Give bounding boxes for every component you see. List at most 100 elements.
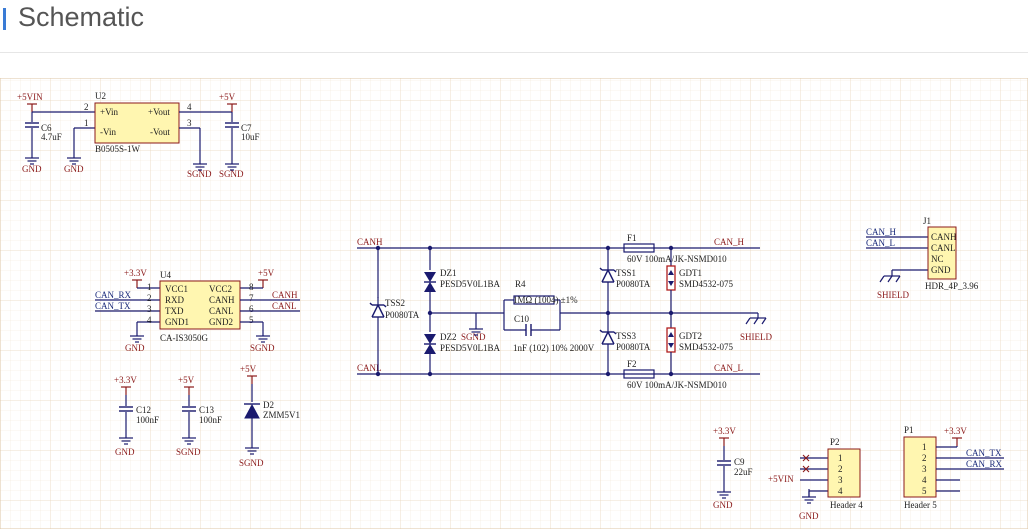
- power-block: +5VIN GND C6 4.7uF GND U2 2 1 4 3 +Vin -…: [17, 91, 260, 179]
- u4-vcc2: VCC2: [209, 284, 232, 294]
- p2-block: +5VIN GND P2 1 2 3 4 Header 4: [768, 437, 863, 521]
- c9-ref: C9: [734, 457, 745, 467]
- net-can-tx-label: CAN_TX: [95, 301, 131, 311]
- u4-txd: TXD: [165, 306, 184, 316]
- u2-dcdc-module[interactable]: [94, 102, 180, 144]
- p1-part: Header 5: [904, 500, 937, 510]
- svg-text:8: 8: [249, 282, 254, 292]
- svg-text:1: 1: [147, 282, 152, 292]
- dz2-ref: DZ2: [440, 332, 457, 342]
- p2-header[interactable]: [827, 448, 861, 498]
- gdt2-ref: GDT2: [679, 331, 702, 341]
- svg-text:3: 3: [838, 475, 843, 485]
- net-33v-label-4: +3.3V: [944, 426, 967, 436]
- tss3-value: P0080TA: [616, 342, 651, 352]
- u4-ref: U4: [160, 270, 171, 280]
- gdt1-symbol[interactable]: [666, 265, 676, 291]
- f2-ref: F2: [627, 359, 637, 369]
- u4-can-transceiver[interactable]: [159, 280, 241, 330]
- net-33v-label-2: +3.3V: [114, 375, 137, 385]
- svg-text:CANL: CANL: [931, 243, 956, 253]
- net-5v-label-3: +5V: [178, 375, 195, 385]
- r4-ref: R4: [515, 279, 526, 289]
- u4-gnd2: GND2: [209, 317, 233, 327]
- c13-ref: C13: [199, 405, 215, 415]
- c6-value: 4.7uF: [41, 132, 62, 142]
- c12-value: 100nF: [136, 415, 159, 425]
- net-canl-label-main: CANL: [357, 363, 382, 373]
- svg-text:2: 2: [838, 464, 843, 474]
- svg-text:4: 4: [838, 486, 843, 496]
- svg-text:CANH: CANH: [931, 232, 957, 242]
- tss2-value: P0080TA: [385, 310, 420, 320]
- dz2-symbol[interactable]: [424, 344, 436, 354]
- schematic-canvas[interactable]: +5VIN GND C6 4.7uF GND U2 2 1 4 3 +Vin -…: [0, 78, 1028, 529]
- p2-ref: P2: [830, 437, 840, 447]
- j1-net-can-h: CAN_H: [866, 227, 897, 237]
- net-canl-label-u4: CANL: [272, 301, 297, 311]
- sgnd-label-4: SGND: [176, 447, 201, 457]
- u2-part: B0505S-1W: [95, 144, 141, 154]
- gnd-label-5: GND: [713, 500, 733, 510]
- svg-text:6: 6: [249, 304, 254, 314]
- j1-ref: J1: [923, 216, 931, 226]
- j1-net-can-l: CAN_L: [866, 238, 895, 248]
- svg-text:2: 2: [922, 453, 927, 463]
- page-title: Schematic: [18, 2, 145, 32]
- svg-text:3: 3: [922, 464, 927, 474]
- u2-vout-pos: +Vout: [148, 107, 170, 117]
- u4-gnd1: GND1: [165, 317, 189, 327]
- svg-text:1: 1: [838, 453, 843, 463]
- net-5vin-label: +5VIN: [17, 92, 43, 102]
- c10-ref: C10: [514, 314, 530, 324]
- svg-text:2: 2: [147, 293, 152, 303]
- c9-value: 22uF: [734, 467, 753, 477]
- header-divider: [0, 52, 1028, 53]
- gnd-label-4: GND: [115, 447, 135, 457]
- gdt2-symbol[interactable]: [666, 327, 676, 353]
- net-can-rx-label: CAN_RX: [95, 290, 132, 300]
- f1-value: 60V 100mA/JK-NSMD010: [627, 254, 727, 264]
- shield-label-2: SHIELD: [877, 290, 909, 300]
- p1-header[interactable]: [903, 436, 937, 498]
- gdt2-value: SMD4532-075: [679, 342, 734, 352]
- c10-value: 1nF (102) 10% 2000V: [513, 343, 595, 353]
- sgnd-label-5: SGND: [239, 458, 264, 468]
- p1-net-can-rx: CAN_RX: [966, 459, 1003, 469]
- net-5vin-label-2: +5VIN: [768, 474, 794, 484]
- svg-text:1: 1: [922, 442, 927, 452]
- sgnd-label-2: SGND: [219, 169, 244, 179]
- svg-text:3: 3: [147, 304, 152, 314]
- p1-block: P1 1 2 3 4 5 Header 5 +3.3V CAN_TX CAN_R…: [903, 425, 1004, 510]
- net-5v-label-2: +5V: [258, 268, 275, 278]
- transceiver-block: +3.3V +5V CAN_RX CAN_TX GND U4 1 2 3 4 8…: [95, 268, 300, 353]
- f1-ref: F1: [627, 233, 637, 243]
- u4-canh: CANH: [209, 295, 235, 305]
- j1-connector[interactable]: [927, 226, 957, 280]
- dz1-symbol[interactable]: [424, 282, 436, 292]
- protection-block: CANH CANL TSS2 P0080TA DZ1 PESD5V0L1BA D…: [357, 233, 772, 390]
- svg-text:5: 5: [922, 486, 927, 496]
- net-5v-label-4: +5V: [240, 364, 257, 374]
- j1-part: HDR_4P_3.96: [925, 281, 979, 291]
- c12-ref: C12: [136, 405, 151, 415]
- svg-text:2: 2: [84, 102, 89, 112]
- net-can-h-label: CAN_H: [714, 237, 745, 247]
- c9-block: +3.3V GND C9 22uF: [713, 426, 753, 510]
- svg-text:GND: GND: [931, 265, 951, 275]
- u2-vin-pos: +Vin: [100, 107, 119, 117]
- tss2-ref: TSS2: [385, 298, 405, 308]
- gdt1-ref: GDT1: [679, 268, 702, 278]
- u2-vin-neg: -Vin: [100, 127, 116, 137]
- sgnd-label-3: SGND: [250, 343, 275, 353]
- tss1-ref: TSS1: [616, 268, 636, 278]
- svg-text:4: 4: [187, 102, 192, 112]
- gnd-label-3: GND: [125, 343, 145, 353]
- u4-canl: CANL: [209, 306, 234, 316]
- net-can-l-label: CAN_L: [714, 363, 743, 373]
- u4-part: CA-IS3050G: [160, 333, 209, 343]
- gdt1-value: SMD4532-075: [679, 279, 734, 289]
- r4-value: 1MΩ (1004) ±1%: [513, 295, 578, 305]
- gnd-label-6: GND: [799, 511, 819, 521]
- dz2-value: PESD5V0L1BA: [440, 343, 501, 353]
